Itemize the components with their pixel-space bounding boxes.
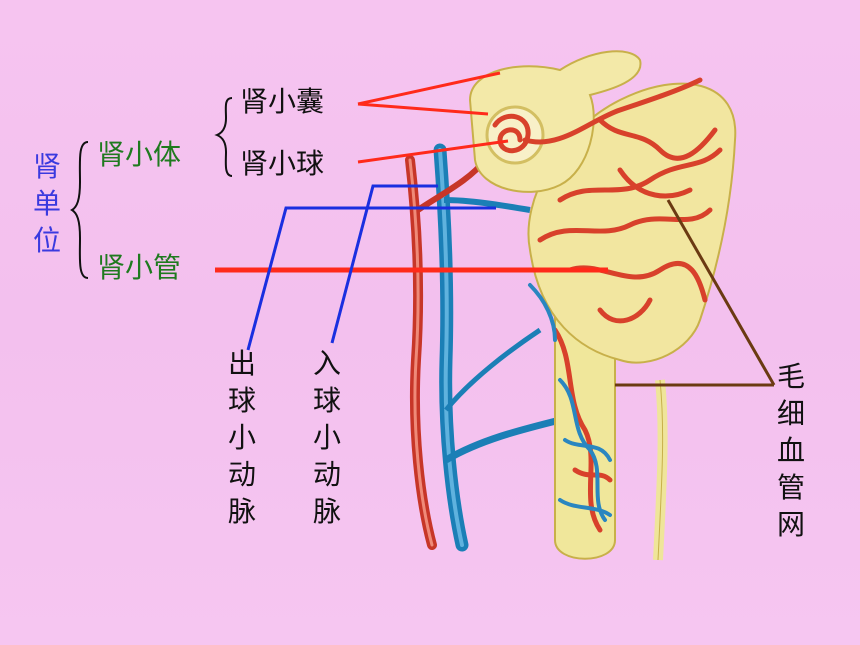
label-char: 管	[776, 471, 805, 504]
label-char: 脉	[312, 495, 341, 528]
label-char: 球	[227, 384, 256, 417]
corpuscle-brace	[214, 97, 233, 177]
label-char: 入	[312, 347, 341, 380]
label-char: 动	[312, 458, 341, 491]
nephron-char: 单	[32, 187, 61, 220]
glomerulus-pointer	[357, 139, 509, 164]
bowman-capsule-pointer-1	[357, 71, 501, 106]
label-char: 小	[312, 421, 341, 454]
label-char: 脉	[227, 495, 256, 528]
label-char: 毛	[776, 360, 805, 393]
bowman-capsule-pointer-2	[357, 102, 489, 116]
capillary-network-label: 毛 细 血 管 网	[775, 358, 807, 543]
capillary-pointer-1	[666, 199, 776, 386]
label-char: 小	[227, 421, 256, 454]
label-char: 球	[312, 384, 341, 417]
afferent-arteriole-pointer	[330, 184, 438, 344]
afferent-arteriole-label: 入 球 小 动 脉	[311, 345, 343, 530]
bowman-capsule-label: 肾小囊	[240, 85, 325, 118]
nephron-brace	[70, 141, 89, 279]
efferent-arteriole-label: 出 球 小 动 脉	[226, 345, 258, 530]
capillary-tangle	[492, 77, 723, 533]
nephron-char: 位	[32, 224, 61, 257]
nephron-char: 肾	[32, 150, 61, 183]
label-char: 血	[776, 434, 805, 467]
label-char: 动	[227, 458, 256, 491]
renal-vein	[433, 143, 469, 552]
capillary-blue	[528, 283, 612, 522]
label-char: 出	[227, 347, 256, 380]
glomerulus-label: 肾小球	[240, 147, 325, 180]
label-char: 网	[776, 508, 805, 541]
nephron-label: 肾 单 位	[31, 148, 63, 259]
renal-artery	[405, 155, 437, 550]
label-char: 细	[776, 397, 805, 430]
efferent-arteriole-pointer	[246, 206, 496, 351]
renal-tubule-label: 肾小管	[97, 251, 182, 284]
renal-corpuscle-label: 肾小体	[97, 138, 182, 171]
